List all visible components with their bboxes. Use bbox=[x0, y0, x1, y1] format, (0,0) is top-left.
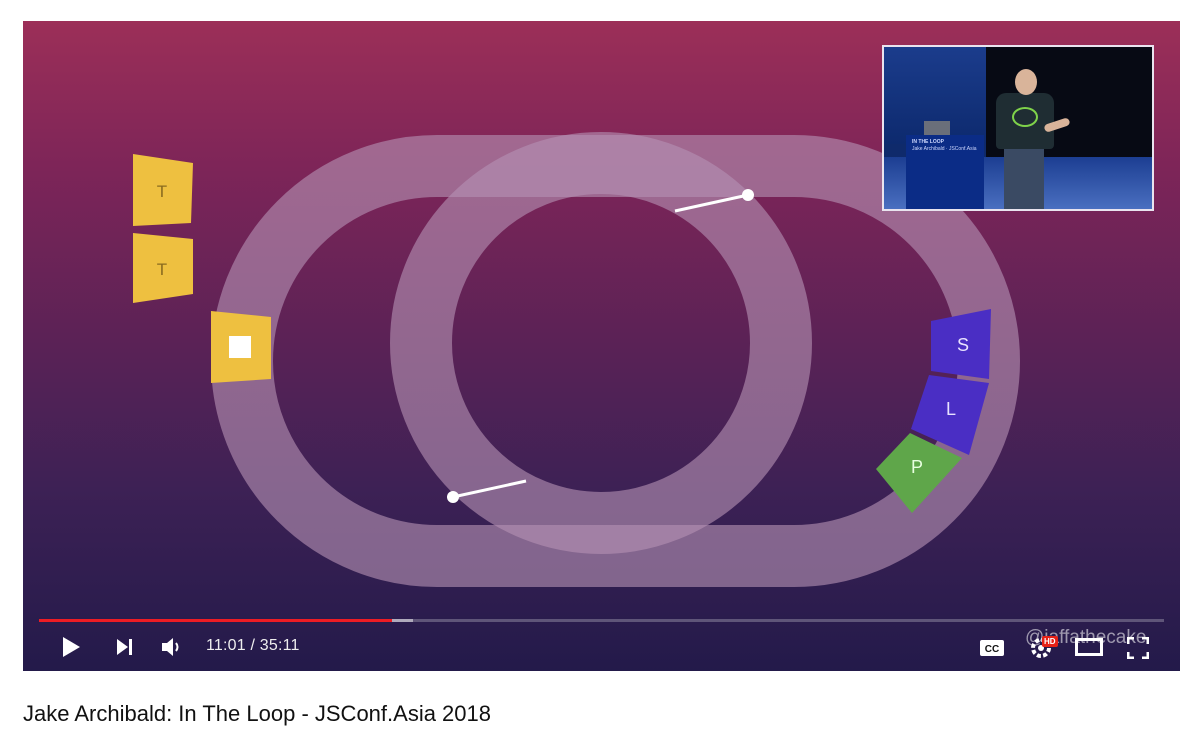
square-icon bbox=[229, 336, 251, 358]
loop-track-inner bbox=[390, 132, 812, 554]
volume-icon[interactable] bbox=[160, 636, 184, 658]
podium: IN THE LOOP Jake Archibald · JSConf.Asia bbox=[906, 135, 984, 209]
render-step-style bbox=[931, 309, 991, 379]
connector-dot-bottom bbox=[447, 491, 459, 503]
laptop bbox=[924, 121, 950, 137]
video-title[interactable]: Jake Archibald: In The Loop - JSConf.Asi… bbox=[23, 701, 491, 726]
shirt-logo bbox=[1012, 107, 1038, 127]
render-step-layout bbox=[911, 375, 989, 455]
connector-line-top bbox=[674, 193, 749, 213]
speaker-inset: IN THE LOOP Jake Archibald · JSConf.Asia bbox=[882, 45, 1154, 211]
task-queue-label: T bbox=[157, 260, 167, 279]
task-queue-label: T bbox=[157, 182, 167, 201]
svg-text:CC: CC bbox=[985, 644, 999, 655]
task-queue-item bbox=[133, 233, 193, 303]
fullscreen-icon[interactable] bbox=[1127, 637, 1149, 659]
hd-badge: HD bbox=[1042, 636, 1058, 647]
render-step-paint bbox=[876, 433, 962, 513]
next-icon[interactable] bbox=[115, 638, 135, 656]
event-loop-slide: T T S L P bbox=[133, 132, 1020, 587]
task-queue-item bbox=[133, 154, 193, 226]
render-step-label: P bbox=[911, 457, 923, 477]
render-step-label: S bbox=[957, 335, 969, 355]
podium-text: IN THE LOOP bbox=[912, 139, 944, 145]
speaker-legs bbox=[1004, 147, 1044, 209]
play-icon[interactable] bbox=[61, 636, 81, 658]
connector-line-bottom bbox=[452, 479, 527, 499]
time-display: 11:01 / 35:11 bbox=[206, 637, 300, 654]
video-player[interactable]: T T S L P IN THE LOOP Jake Archibald · J… bbox=[23, 21, 1180, 671]
render-step-label: L bbox=[946, 399, 956, 419]
connector-dot-top bbox=[742, 189, 754, 201]
progress-played bbox=[39, 619, 393, 622]
speaker-head bbox=[1015, 69, 1037, 95]
theater-icon[interactable] bbox=[1075, 638, 1103, 656]
captions-icon[interactable]: CC bbox=[980, 639, 1004, 657]
progress-bar[interactable] bbox=[39, 619, 1164, 622]
podium-text: Jake Archibald · JSConf.Asia bbox=[912, 146, 977, 152]
